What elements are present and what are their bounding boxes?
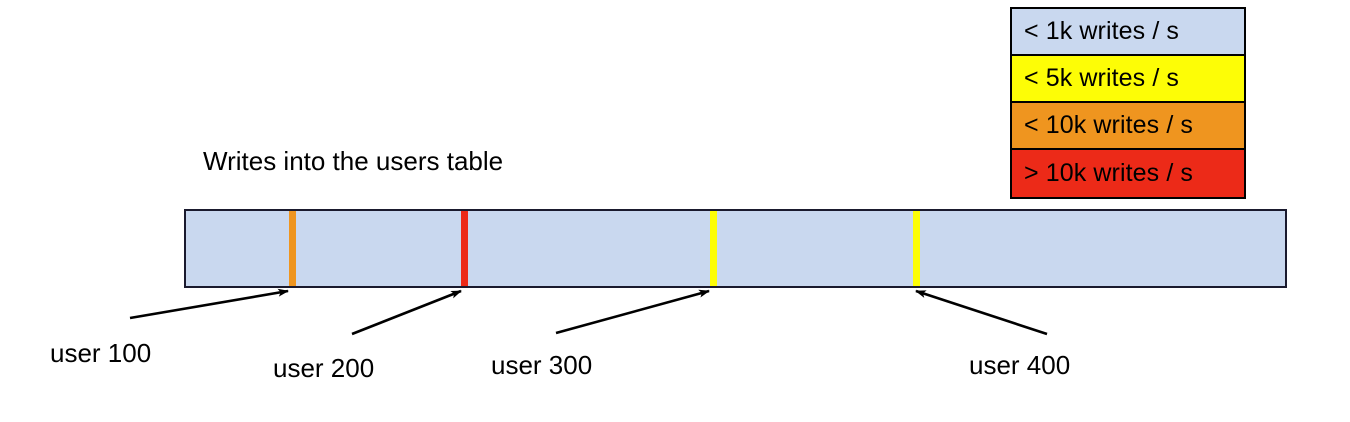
annotation-label-user-400: user 400 — [969, 350, 1071, 380]
bar-stripe-user-200 — [461, 211, 468, 286]
bar-stripe-user-100 — [289, 211, 296, 286]
bar-base-fill — [186, 211, 1285, 286]
legend: < 1k writes / s < 5k writes / s < 10k wr… — [1010, 7, 1246, 199]
arrow-to-user-100 — [129, 288, 289, 320]
legend-label: < 1k writes / s — [1024, 17, 1180, 45]
annotation-label-user-200: user 200 — [273, 353, 375, 383]
legend-row-over-10k: > 10k writes / s — [1012, 150, 1244, 197]
arrow-to-user-200 — [351, 289, 462, 336]
legend-row-under-5k: < 5k writes / s — [1012, 56, 1244, 103]
chart-title: Writes into the users table — [203, 146, 504, 176]
legend-label: < 5k writes / s — [1024, 64, 1180, 92]
users-table-keyspace-bar — [184, 209, 1287, 288]
legend-label: > 10k writes / s — [1024, 159, 1194, 187]
bar-stripe-user-400 — [913, 211, 920, 286]
legend-row-under-1k: < 1k writes / s — [1012, 9, 1244, 56]
annotation-label-user-300: user 300 — [491, 350, 593, 380]
legend-label: < 10k writes / s — [1024, 111, 1194, 139]
arrow-to-user-400 — [915, 289, 1048, 336]
annotation-label-user-100: user 100 — [50, 338, 152, 368]
legend-row-under-10k: < 10k writes / s — [1012, 103, 1244, 150]
bar-stripe-user-300 — [710, 211, 717, 286]
arrow-to-user-300 — [555, 289, 710, 335]
